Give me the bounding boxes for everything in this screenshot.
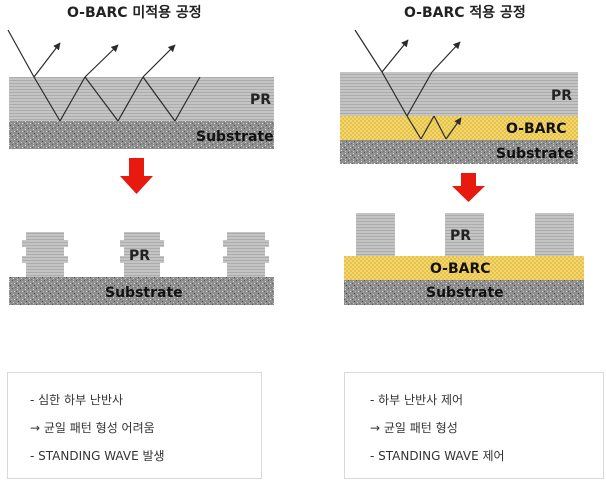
left-panel-title: O-BARC 미적용 공정 (67, 5, 202, 21)
right-bottom-substrate-label: Substrate (426, 285, 504, 301)
right-bottom-substrate-layer (344, 280, 584, 305)
right-caption-line-2: → 균일 패턴 형성 (370, 421, 458, 435)
right-pr-pattern-1 (356, 213, 395, 256)
process-diagram: PR Substrate PR Substrate (7, 29, 584, 305)
left-pr-pattern-3 (223, 232, 269, 277)
right-down-arrow-icon (452, 173, 485, 202)
right-caption-box: - 하부 난반사 제어 → 균일 패턴 형성 - STANDING WAVE 제… (344, 372, 604, 479)
left-top-substrate-label: Substrate (196, 129, 274, 145)
left-caption-line-1: - 심한 하부 난반사 (30, 393, 124, 407)
right-top-pr-label: PR (551, 88, 572, 104)
left-caption-box: - 심한 하부 난반사 → 균일 패턴 형성 어려움 - STANDING WA… (7, 372, 262, 479)
left-top-pr-layer (9, 77, 274, 121)
left-pr-pattern-1 (22, 232, 68, 277)
left-bottom-substrate-layer (9, 277, 274, 305)
right-reflection-rays (354, 29, 462, 140)
right-pr-pattern-3 (535, 213, 574, 256)
left-top-substrate-layer (9, 121, 274, 149)
left-bottom-substrate-label: Substrate (105, 285, 183, 301)
left-pr-pattern-2 (120, 232, 164, 277)
right-caption-line-1: - 하부 난반사 제어 (370, 393, 464, 407)
right-bottom-pr-label: PR (450, 228, 471, 244)
right-bottom-obarc-label: O-BARC (430, 261, 491, 277)
right-top-substrate-layer (340, 140, 578, 164)
left-top-pr-label: PR (250, 92, 271, 108)
right-pr-pattern-2 (445, 213, 484, 256)
right-top-pr-layer (340, 72, 578, 116)
right-caption-line-3: - STANDING WAVE 제어 (370, 449, 505, 463)
left-caption-line-2: → 균일 패턴 형성 어려움 (30, 421, 155, 435)
right-panel-title: O-BARC 적용 공정 (404, 5, 526, 21)
right-bottom-obarc-layer (344, 256, 584, 280)
right-top-obarc-label: O-BARC (506, 121, 567, 137)
left-bottom-pr-label: PR (129, 248, 150, 264)
right-top-substrate-label: Substrate (496, 146, 574, 162)
left-caption-line-3: - STANDING WAVE 발생 (30, 449, 165, 463)
left-reflection-rays (7, 29, 201, 122)
left-down-arrow-icon (120, 158, 153, 194)
